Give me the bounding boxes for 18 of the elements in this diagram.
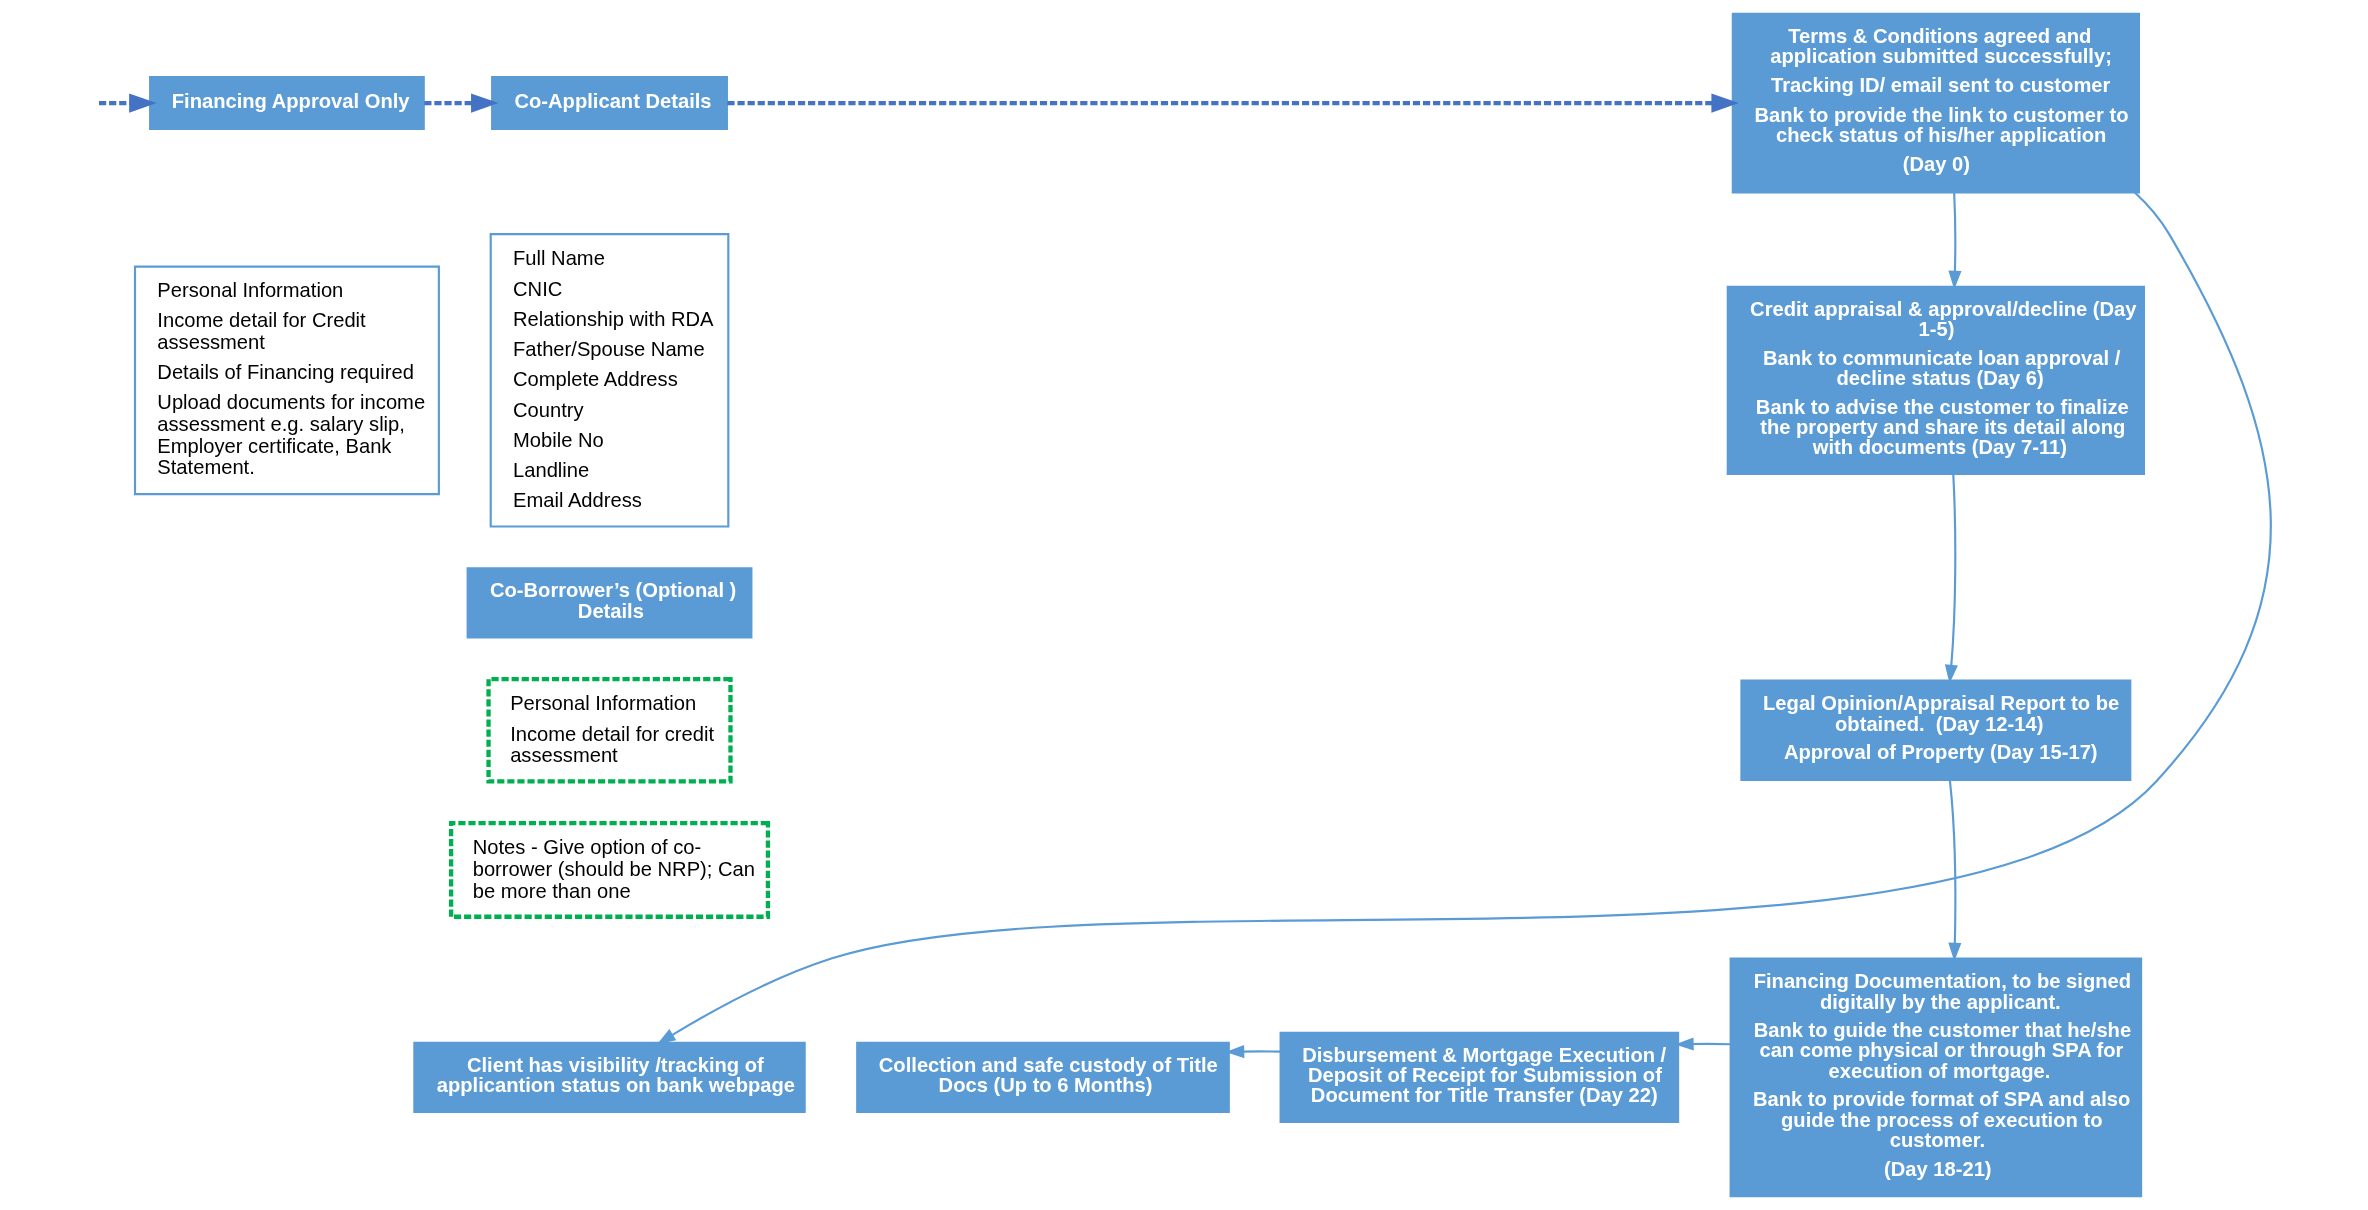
node-box: Notes - Give option of co-borrower (should be NRP); Can be more than one bbox=[448, 821, 770, 919]
arrow bbox=[98, 93, 157, 113]
arrow bbox=[656, 191, 2271, 1045]
node-box: Terms & Conditions agreed and application submitted successfully; Tracking ID/ email sent to customer Bank to provide the link to customer to check status of his/her application (Day 0) bbox=[1731, 12, 2140, 194]
node-box: Collection and safe custody of Title Docs (Up to 6 Months) bbox=[855, 1041, 1230, 1113]
node-box: Legal Opinion/Appraisal Report to be obtained. (Day 12-14) Approval of Property (Day 15-17) bbox=[1739, 679, 2131, 782]
arrow bbox=[726, 93, 1739, 113]
arrow bbox=[423, 93, 498, 113]
node-box: Co-Borrower’s (Optional ) Details bbox=[466, 567, 752, 639]
node-box: Financing Approval Only bbox=[148, 76, 425, 131]
node-box: Full Name CNIC Relationship with RDA Father/Spouse Name Complete Address Country Mobile No Landline Email Address bbox=[489, 233, 729, 528]
node-box: Financing Documentation, to be signed digitally by the applicant. Bank to guide the customer that he/she can come physical or through SPA for execution of mortgage. Bank to provide format of SPA and also guide the process of execution to customer. (Day 18-21) bbox=[1729, 957, 2142, 1198]
node-box: Personal Information Income detail for credit assessment bbox=[485, 677, 733, 784]
node-box: Co-Applicant Details bbox=[490, 76, 728, 131]
node-box: Credit appraisal & approval/decline (Day 1-5) Bank to communicate loan approval / decline status (Day 6) Bank to advise the customer to finalize the property and share its detail along with documents (Day 7-11) bbox=[1726, 285, 2145, 476]
node-box: Personal Information Income detail for Credit assessment Details of Financing required Upload documents for income assessment e.g. salary slip, Employer certificate, Bank Statement. bbox=[133, 265, 440, 496]
node-box: Client has visibility /tracking of applicantion status on bank webpage bbox=[412, 1041, 806, 1113]
node-box: Disbursement & Mortgage Execution / Deposit of Receipt for Submission of Document for Title Transfer (Day 22) bbox=[1279, 1031, 1679, 1124]
